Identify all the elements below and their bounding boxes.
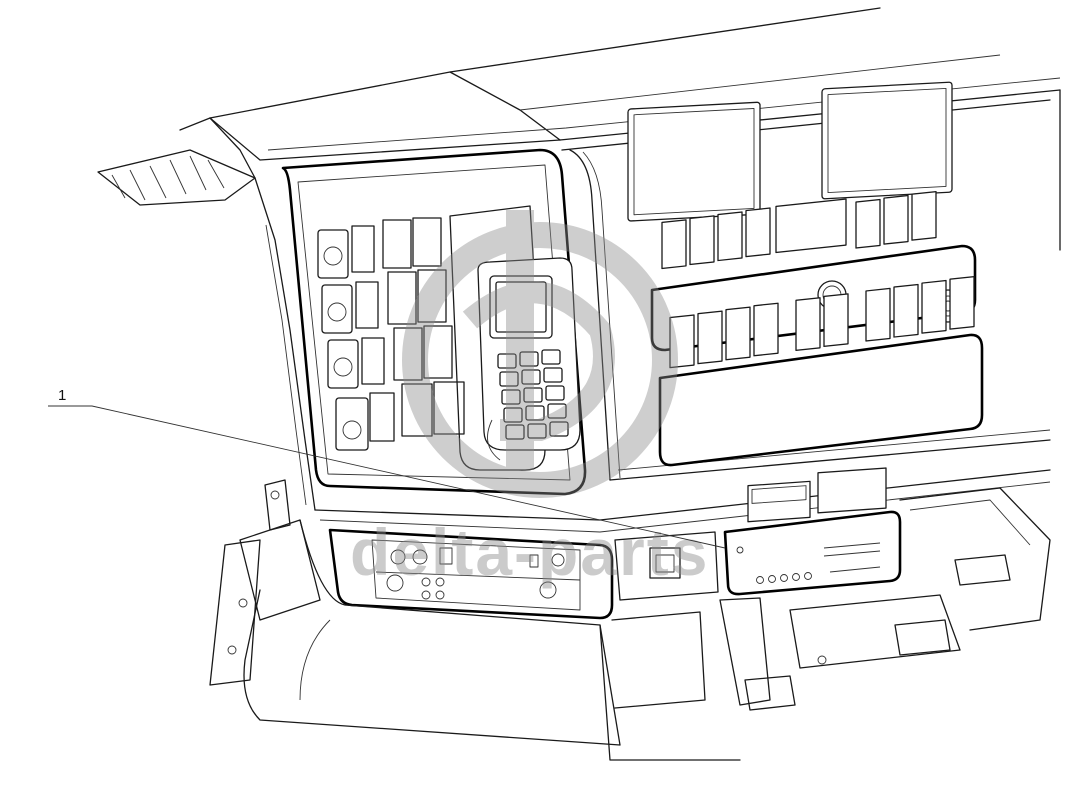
left-air-vent: [97, 117, 256, 206]
display-keypad-module: [449, 205, 581, 471]
upper-left-display: [627, 101, 761, 222]
left-switch-panel: [281, 148, 587, 496]
upper-right-display: [821, 81, 953, 200]
watermark: [402, 210, 678, 498]
rocker-switch-column: [351, 225, 395, 442]
left-dash-side: [209, 177, 321, 686]
switch-grid: [382, 217, 465, 437]
center-console-panel: [561, 81, 1051, 481]
lower-dash: [243, 467, 1051, 761]
climate-control-panel: [328, 528, 614, 620]
glovebox: [243, 519, 741, 761]
callout-1: 1: [48, 387, 726, 549]
radio-unit: [723, 467, 902, 596]
center-lower-block: [614, 531, 719, 601]
watermark-text: delta-parts: [350, 515, 709, 589]
callout-label: 1: [58, 387, 66, 404]
knob-column: [317, 229, 369, 451]
right-lower-bracket: [611, 487, 1051, 711]
lower-switch-row: [658, 275, 984, 467]
